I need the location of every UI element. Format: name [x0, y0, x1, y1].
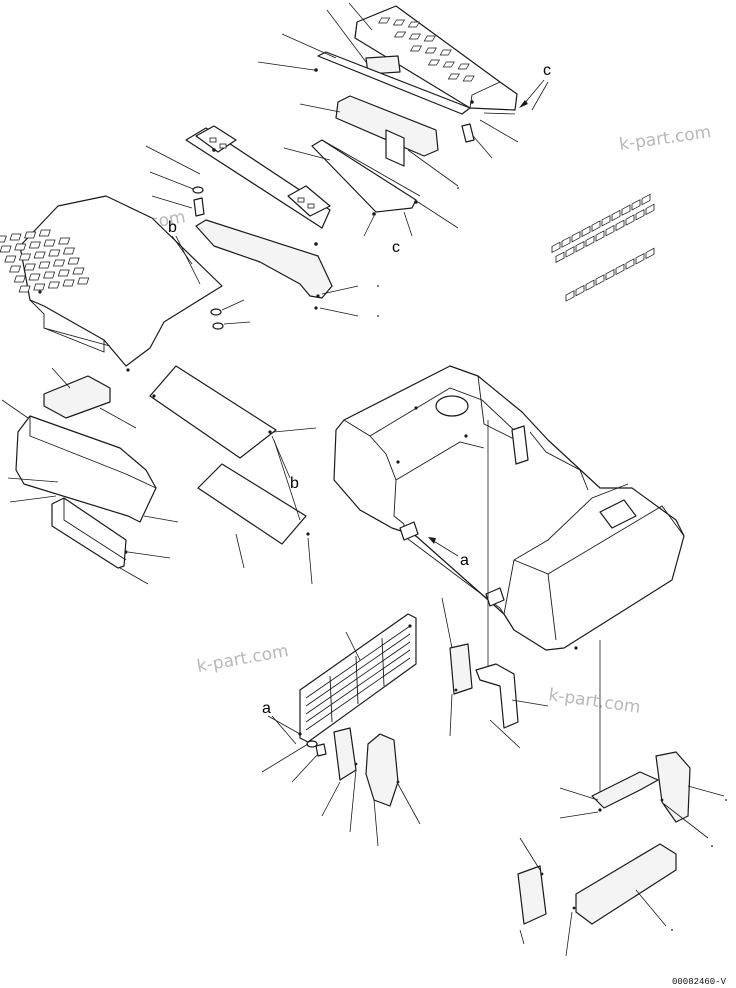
curved-seal-right — [655, 751, 725, 839]
upper-strip — [257, 33, 471, 115]
side-grille — [298, 613, 417, 743]
curved-seal-middle — [365, 733, 421, 847]
callout-b-top: b — [168, 219, 177, 236]
watermark-middle: k-part.com — [195, 641, 290, 677]
watermark-top-right: k-part.com — [618, 122, 712, 155]
callout-a-top: a — [460, 552, 469, 569]
engine-hood — [333, 193, 685, 796]
long-gasket — [195, 219, 359, 317]
drawing-code: 00082460-V — [672, 977, 727, 987]
callout-c-lower: c — [392, 239, 400, 256]
left-perforated-cover — [0, 195, 223, 372]
watermark-right: k-part.com — [547, 685, 641, 718]
left-cover-grille — [0, 229, 90, 293]
hood-grille — [551, 193, 655, 302]
curved-seal-left — [1, 399, 179, 523]
bracket-small-left — [321, 727, 358, 833]
bolts-left-cluster — [192, 186, 205, 217]
pad-vertical-a — [441, 597, 473, 737]
pad-left-small — [43, 367, 137, 429]
upper-seal — [299, 95, 459, 187]
callout-b-bottom: b — [290, 475, 299, 492]
callout-a-bottom: a — [262, 700, 271, 717]
hood-round-opening — [435, 395, 469, 417]
bolt-right — [461, 123, 475, 143]
grille-fasteners — [261, 740, 327, 783]
hood-hinge-right — [485, 587, 505, 607]
bracket-plate — [145, 125, 331, 246]
callout-c-right: c — [543, 62, 551, 79]
angle-bracket — [559, 771, 659, 819]
item-number-marks — [377, 187, 727, 931]
flat-plate-upper — [149, 365, 317, 459]
top-right-cover-grille — [378, 17, 475, 82]
hood-hinge-left — [399, 521, 419, 541]
l-shaped-seal — [475, 663, 549, 749]
pad-square-bottom — [517, 837, 547, 945]
triangular-plate — [283, 139, 459, 237]
hood-latch-plate — [599, 499, 637, 529]
top-right-cover — [326, 2, 519, 159]
flat-plate-lower — [197, 463, 313, 585]
screws-left-cover — [210, 299, 251, 330]
long-pad-bottom — [565, 843, 677, 957]
small-seal-left — [51, 497, 171, 585]
